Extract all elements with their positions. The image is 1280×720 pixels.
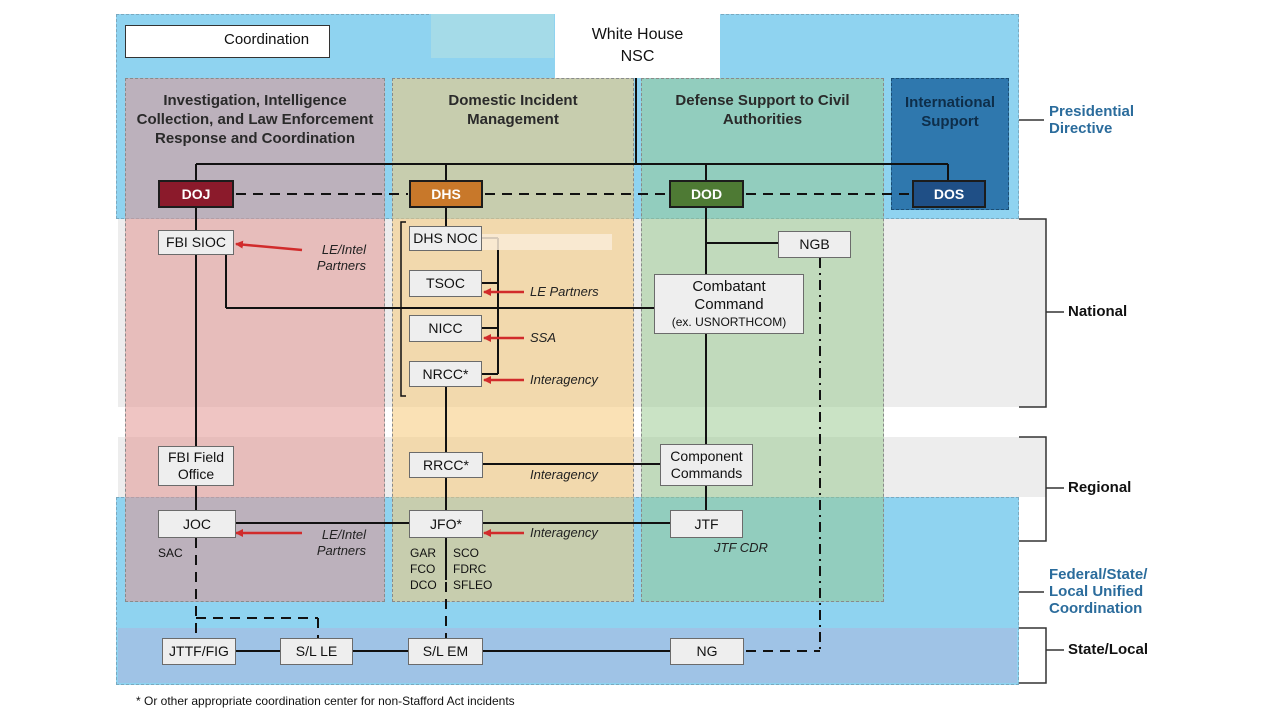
le-intel-joc-line-2: Partners <box>316 543 366 558</box>
role-sfleo: SFLEO <box>453 578 493 592</box>
footnote: * Or other appropriate coordination cent… <box>136 694 515 708</box>
fed-line-1: Federal/State/ <box>1049 566 1148 583</box>
white-house-backdrop <box>431 14 554 58</box>
investigation-title: Investigation, Intelligence Collection, … <box>136 92 374 147</box>
node-tsoc[interactable]: TSOC <box>409 270 482 297</box>
role-fco: FCO <box>410 562 436 576</box>
interagency-label-national: Interagency <box>530 372 598 387</box>
fbi-field-line-2: Office <box>177 466 215 482</box>
node-jfo[interactable]: JFO* <box>409 510 483 538</box>
component-line-1: Component <box>670 448 743 464</box>
role-sco: SCO <box>453 546 480 560</box>
node-ngb[interactable]: NGB <box>778 231 851 258</box>
presidential-line-2: Directive <box>1049 120 1113 137</box>
node-jttf-fig[interactable]: JTTF/FIG <box>162 638 236 665</box>
presidential-line-1: Presidential <box>1049 103 1135 120</box>
agency-dos[interactable]: DOS <box>912 180 986 208</box>
role-dco: DCO <box>410 578 437 592</box>
legend-coordination-label: Coordination <box>224 31 310 48</box>
node-nrcc[interactable]: NRCC* <box>409 361 482 387</box>
le-intel-line-2: Partners <box>316 258 366 273</box>
agency-doj[interactable]: DOJ <box>158 180 234 208</box>
white-house-box[interactable]: White House NSC <box>555 14 720 78</box>
combatant-line-2: Command <box>694 296 764 313</box>
combatant-line-1: Combatant <box>692 278 766 295</box>
le-intel-line-1: LE/Intel <box>321 242 366 257</box>
node-combatant-command[interactable]: Combatant Command (ex. USNORTHCOM) <box>654 274 804 334</box>
node-component-commands[interactable]: Component Commands <box>660 444 753 486</box>
node-joc[interactable]: JOC <box>158 510 236 538</box>
fed-line-3: Coordination <box>1049 600 1143 617</box>
interagency-label-jfo: Interagency <box>530 525 598 540</box>
interagency-label-regional: Interagency <box>530 467 598 482</box>
sac-label: SAC <box>158 546 183 560</box>
tier-state-local: State/Local <box>1068 641 1149 658</box>
component-line-2: Commands <box>670 465 743 481</box>
node-ng[interactable]: NG <box>670 638 744 665</box>
role-fdrc: FDRC <box>453 562 487 576</box>
le-intel-partners-joc: LE/Intel Partners <box>306 527 366 559</box>
agency-dod[interactable]: DOD <box>669 180 744 208</box>
agency-dhs[interactable]: DHS <box>409 180 483 208</box>
node-fbi-field-office[interactable]: FBI Field Office <box>158 446 234 486</box>
tier-presidential-directive: Presidential Directive <box>1049 103 1134 137</box>
state-local-band <box>118 628 1017 683</box>
tier-unified-coordination: Federal/State/ Local Unified Coordinatio… <box>1049 566 1147 617</box>
node-jtf[interactable]: JTF <box>670 510 743 538</box>
defense-title: Defense Support to Civil Authorities <box>675 92 850 128</box>
legend-box <box>125 25 330 58</box>
node-sl-le[interactable]: S/L LE <box>280 638 353 665</box>
international-title: International Support <box>904 94 995 130</box>
combatant-line-3: (ex. USNORTHCOM) <box>671 315 787 329</box>
tier-regional: Regional <box>1068 479 1132 496</box>
le-intel-joc-line-1: LE/Intel <box>321 527 366 542</box>
le-partners-label: LE Partners <box>530 284 599 299</box>
node-fbi-sioc[interactable]: FBI SIOC <box>158 230 234 255</box>
nsc-label: NSC <box>620 48 655 65</box>
jtf-cdr-label: JTF CDR <box>714 540 768 555</box>
node-nicc[interactable]: NICC <box>409 315 482 342</box>
dhs-noc-highlight <box>482 234 612 250</box>
jfo-roles-right: SCO FDRC SFLEO <box>453 545 503 593</box>
jfo-roles-left: GAR FCO DCO <box>410 545 450 593</box>
node-dhs-noc[interactable]: DHS NOC <box>409 226 482 251</box>
fbi-field-line-1: FBI Field <box>167 449 224 465</box>
white-house-label: White House <box>591 26 684 43</box>
ssa-label: SSA <box>530 330 557 345</box>
investigation-column <box>125 78 385 602</box>
node-rrcc[interactable]: RRCC* <box>409 452 483 478</box>
fed-line-2: Local Unified <box>1049 583 1144 600</box>
domestic-title: Domestic Incident Management <box>448 92 578 128</box>
tier-national: National <box>1068 303 1128 320</box>
node-sl-em[interactable]: S/L EM <box>408 638 483 665</box>
le-intel-partners-top: LE/Intel Partners <box>306 242 366 274</box>
role-gar: GAR <box>410 546 437 560</box>
